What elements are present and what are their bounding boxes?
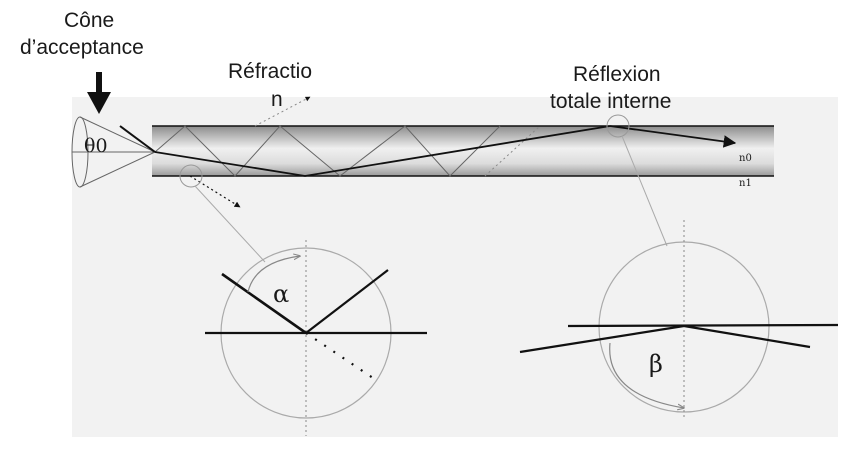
beta-label: β bbox=[649, 350, 663, 378]
acceptance-cone-label-line2: d’acceptance bbox=[20, 36, 144, 59]
tir-zoom-spot bbox=[606, 114, 630, 138]
tir-label-line2: totale interne bbox=[550, 90, 672, 113]
acceptance-cone-label-line1: Cône bbox=[64, 9, 115, 32]
tir-leader-line bbox=[621, 135, 668, 247]
n-core-label: n0 bbox=[739, 153, 752, 164]
main-ray bbox=[154, 125, 611, 177]
alpha-label: α bbox=[273, 280, 290, 308]
refraction-label-arrow bbox=[254, 96, 311, 127]
theta0-label: θ0 bbox=[84, 135, 108, 157]
n-clad-label: n1 bbox=[739, 178, 752, 189]
tir-zoom-circle bbox=[519, 220, 839, 420]
zigzag-ray-thin bbox=[154, 125, 501, 177]
tir-label-line1: Réflexion bbox=[573, 63, 661, 86]
refraction-label-line2: n bbox=[271, 88, 283, 111]
refraction-zoom-circle bbox=[205, 240, 427, 436]
refraction-leader-line bbox=[194, 185, 266, 263]
acceptance-cone-pointer bbox=[87, 72, 111, 114]
refraction-zoom-spot bbox=[179, 164, 203, 188]
incident-ray bbox=[119, 125, 156, 153]
main-ray-exit bbox=[609, 125, 737, 148]
acceptance-cone bbox=[71, 116, 156, 188]
refraction-label-line1: Réfractio bbox=[228, 60, 313, 83]
zigzag-ray-dotted bbox=[484, 125, 541, 177]
